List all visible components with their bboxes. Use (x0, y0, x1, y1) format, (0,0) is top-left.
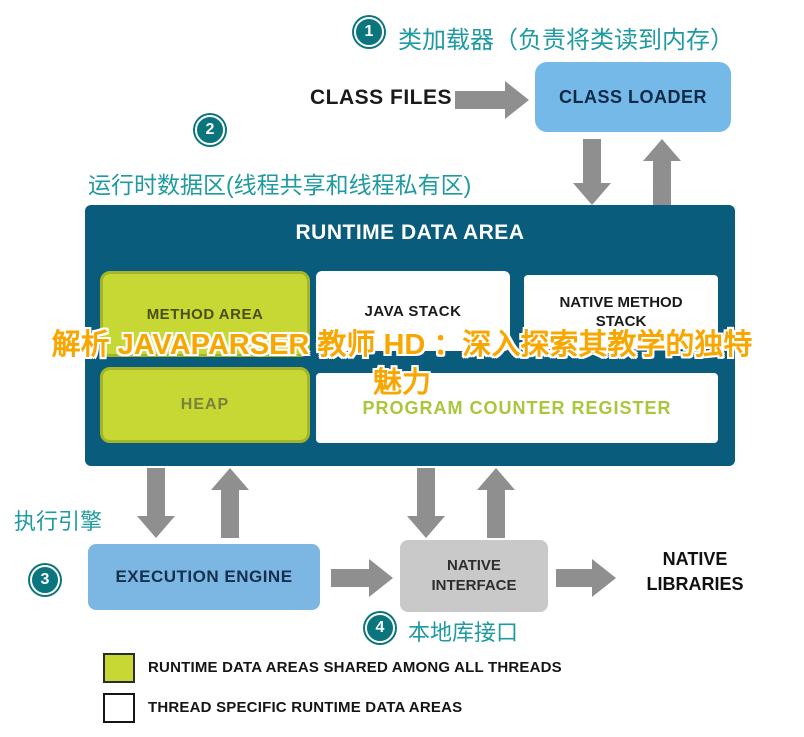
execution-engine-box: EXECUTION ENGINE (88, 544, 320, 610)
method-area-box: METHOD AREA (100, 271, 310, 357)
legend-shared-swatch (103, 653, 135, 683)
arrow-shaft (331, 569, 369, 587)
class-loader-label: CLASS LOADER (558, 86, 707, 107)
arrow-head (505, 81, 529, 119)
step-1-number: 1 (364, 23, 374, 40)
native-method-stack-box: NATIVE METHOD STACK (524, 275, 718, 349)
runtime-to-engine-arrow-icon (137, 468, 175, 538)
classloader-to-runtime-arrow-icon (573, 139, 611, 205)
arrow-head (137, 516, 175, 538)
nativeinterface-to-libraries-arrow-icon (556, 559, 616, 597)
step-1-label: 类加载器（负责将类读到内存） (398, 27, 734, 54)
java-stack-box: JAVA STACK (316, 271, 510, 351)
arrow-head (643, 139, 681, 161)
class-loader-box: CLASS LOADER (535, 62, 731, 132)
method-area-label: METHOD AREA (146, 305, 264, 323)
engine-to-runtime-arrow-icon (211, 468, 249, 538)
arrow-shaft (455, 91, 505, 109)
java-stack-label: JAVA STACK (364, 302, 462, 320)
arrow-head (211, 468, 249, 490)
arrow-shaft (147, 468, 165, 516)
step-2-label: 运行时数据区(线程共享和线程私有区) (88, 172, 472, 198)
step-4-badge: 4 (365, 613, 395, 643)
runtime-data-area-title: RUNTIME DATA AREA (295, 221, 525, 244)
arrow-shaft (583, 139, 601, 183)
arrow-shaft (221, 490, 239, 538)
arrow-head (592, 559, 616, 597)
execution-engine-label: EXECUTION ENGINE (115, 567, 293, 586)
arrow-shaft (487, 490, 505, 538)
step-3-number: 3 (40, 571, 50, 588)
classfiles-to-classloader-arrow-icon (455, 81, 529, 119)
runtime-to-classloader-arrow-icon (643, 139, 681, 205)
step-1-badge: 1 (354, 17, 384, 47)
arrow-shaft (417, 468, 435, 516)
arrow-head (573, 183, 611, 205)
native-libraries-text: NATIVE LIBRARIES (646, 549, 744, 594)
native-interface-label: NATIVE INTERFACE (431, 557, 517, 594)
step-4-number: 4 (375, 619, 385, 636)
heap-box: HEAP (100, 367, 310, 443)
arrow-shaft (653, 161, 671, 205)
native-method-stack-label: NATIVE METHOD STACK (559, 294, 683, 330)
step-3-badge: 3 (30, 565, 60, 595)
class-files-label: CLASS FILES (310, 86, 453, 109)
arrow-head (369, 559, 393, 597)
legend-thread-swatch (103, 693, 135, 723)
program-counter-register-label: PROGRAM COUNTER REGISTER (362, 397, 672, 418)
overlay-headline: 解析 JAVAPARSER 教师 HD ：深入探索其教学的独特魅力 (51, 329, 753, 399)
arrow-shaft (556, 569, 592, 587)
nativeinterface-to-runtime-arrow-icon (477, 468, 515, 538)
heap-label: HEAP (180, 396, 230, 413)
step-3-label: 执行引擎 (14, 509, 103, 534)
native-interface-box: NATIVE INTERFACE (400, 540, 548, 612)
step-2-badge: 2 (195, 115, 225, 145)
legend-shared-label: RUNTIME DATA AREAS SHARED AMONG ALL THRE… (148, 659, 562, 676)
arrow-head (477, 468, 515, 490)
runtime-to-nativeinterface-arrow-icon (407, 468, 445, 538)
engine-to-nativeinterface-arrow-icon (331, 559, 393, 597)
program-counter-register-box: PROGRAM COUNTER REGISTER (316, 373, 718, 443)
native-libraries-label: NATIVE LIBRARIES (620, 547, 770, 597)
step-4-label: 本地库接口 (408, 620, 519, 645)
legend-thread-label: THREAD SPECIFIC RUNTIME DATA AREAS (148, 699, 463, 716)
arrow-head (407, 516, 445, 538)
runtime-data-area-box: RUNTIME DATA AREA METHOD AREA JAVA STACK… (85, 205, 735, 466)
step-2-number: 2 (205, 121, 215, 138)
